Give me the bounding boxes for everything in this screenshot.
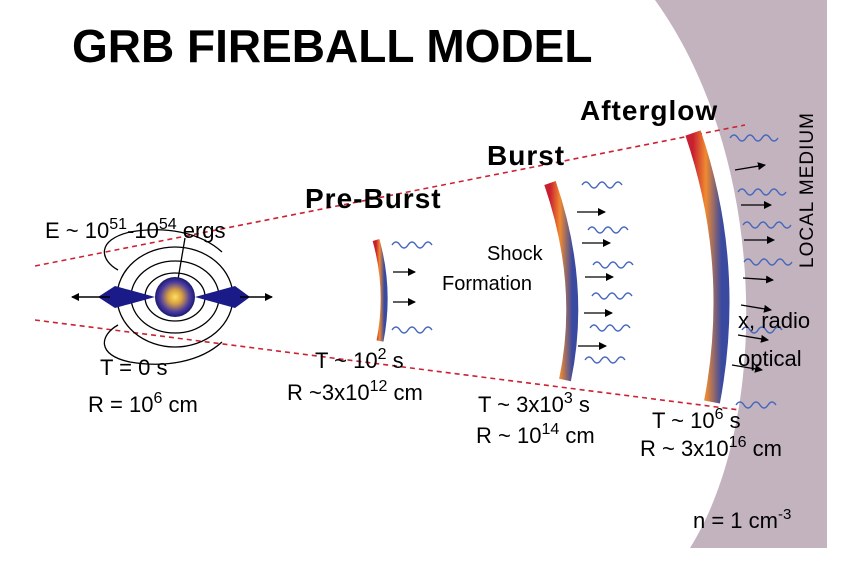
jet-left: [98, 286, 155, 308]
burst-title: Burst: [487, 140, 565, 171]
pre-burst-title: Pre-Burst: [305, 183, 442, 214]
energy-label: E ~ 1051-1054 ergs: [45, 216, 226, 243]
cone-upper-line: [34, 124, 746, 267]
burst-time-label: T ~ 3x103 s: [478, 390, 590, 417]
fireball-core: [155, 277, 195, 317]
jet-right: [195, 286, 250, 308]
shock-label: Shock: [487, 243, 544, 265]
diagram-title: GRB FIREBALL MODEL: [72, 20, 592, 72]
source-radius-label: R = 106 cm: [88, 390, 198, 417]
afterglow-time-label: T ~ 106 s: [652, 406, 741, 433]
pre-burst-radius-label: R ~3x1012 cm: [287, 378, 423, 405]
xray-radio-label: x, radio: [738, 308, 810, 333]
density-label: n = 1 cm-3: [693, 506, 791, 533]
central-engine: [71, 229, 273, 365]
cone-lower-line: [34, 319, 741, 411]
local-medium-label: LOCAL MEDIUM: [797, 112, 818, 268]
pre-burst-time-label: T ~ 102 s: [315, 346, 404, 373]
local-medium-region: [655, 0, 827, 548]
radiation-waves: [391, 134, 793, 409]
outflow-arrows: [393, 162, 775, 373]
optical-label: optical: [738, 346, 802, 371]
formation-label: Formation: [442, 273, 532, 295]
burst-radius-label: R ~ 1014 cm: [476, 421, 595, 448]
source-time-label: T = 0 s: [100, 355, 167, 380]
afterglow-title: Afterglow: [580, 95, 718, 126]
burst-shell: [544, 181, 579, 382]
pre-burst-shell: [372, 239, 388, 342]
afterglow-radius-label: R ~ 3x1016 cm: [640, 434, 782, 461]
afterglow-shell: [685, 130, 730, 404]
